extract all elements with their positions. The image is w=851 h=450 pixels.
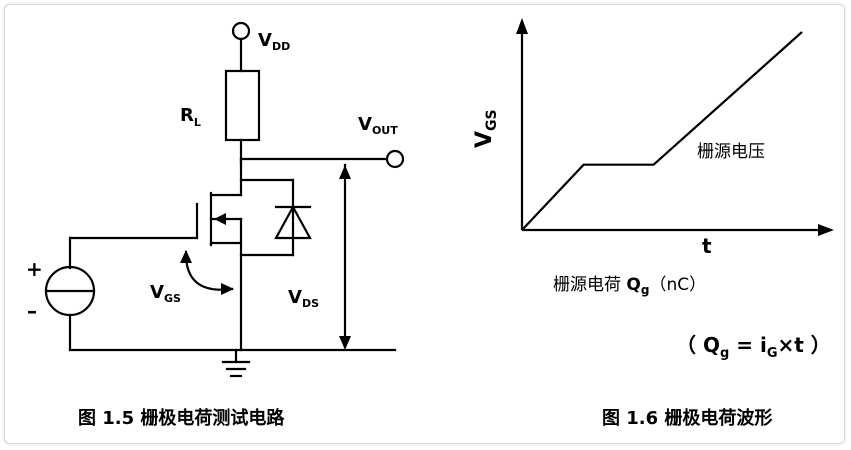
vgs-label: V — [150, 282, 164, 303]
plus-sign: + — [26, 257, 43, 281]
svg-text:（ Qg = iG×t ）: （ Qg = iG×t ） — [676, 333, 831, 361]
x-axis-arrow-icon — [818, 224, 834, 236]
vgs-curve — [521, 31, 803, 231]
body-diode-icon — [274, 204, 312, 240]
chart-caption: 图 1.6 栅极电荷波形 — [602, 407, 772, 429]
svg-text:VGS: VGS — [150, 282, 181, 305]
figure-frame — [4, 4, 845, 444]
vout-label: V — [358, 114, 372, 135]
load-resistor — [224, 69, 261, 142]
channel-arrow-icon — [214, 213, 226, 225]
svg-text:VOUT: VOUT — [358, 114, 398, 137]
formula: （ Q — [676, 333, 720, 357]
y-axis-arrow-icon — [516, 18, 528, 34]
vout-terminal — [385, 149, 405, 169]
svg-text:VDS: VDS — [288, 287, 319, 310]
minus-sign: – — [27, 299, 37, 323]
rl-label: R — [180, 105, 194, 126]
x-axis-label: 栅源电荷 — [553, 275, 626, 295]
chart-ylabel: V — [472, 131, 497, 148]
svg-text:RL: RL — [180, 105, 201, 129]
vds-label: V — [288, 287, 302, 308]
vdd-label: V — [258, 30, 272, 51]
svg-text:栅源电荷 Qg（nC）: 栅源电荷 Qg（nC） — [553, 275, 706, 297]
vdd-terminal — [231, 21, 251, 41]
vgs-arrow — [184, 250, 234, 291]
curve-annotation: 栅源电压 — [697, 142, 765, 162]
chart-xlabel: t — [702, 234, 712, 258]
svg-text:VGS: VGS — [472, 109, 500, 148]
svg-text:VDD: VDD — [258, 30, 290, 53]
circuit-caption: 图 1.5 栅极电荷测试电路 — [78, 407, 285, 429]
